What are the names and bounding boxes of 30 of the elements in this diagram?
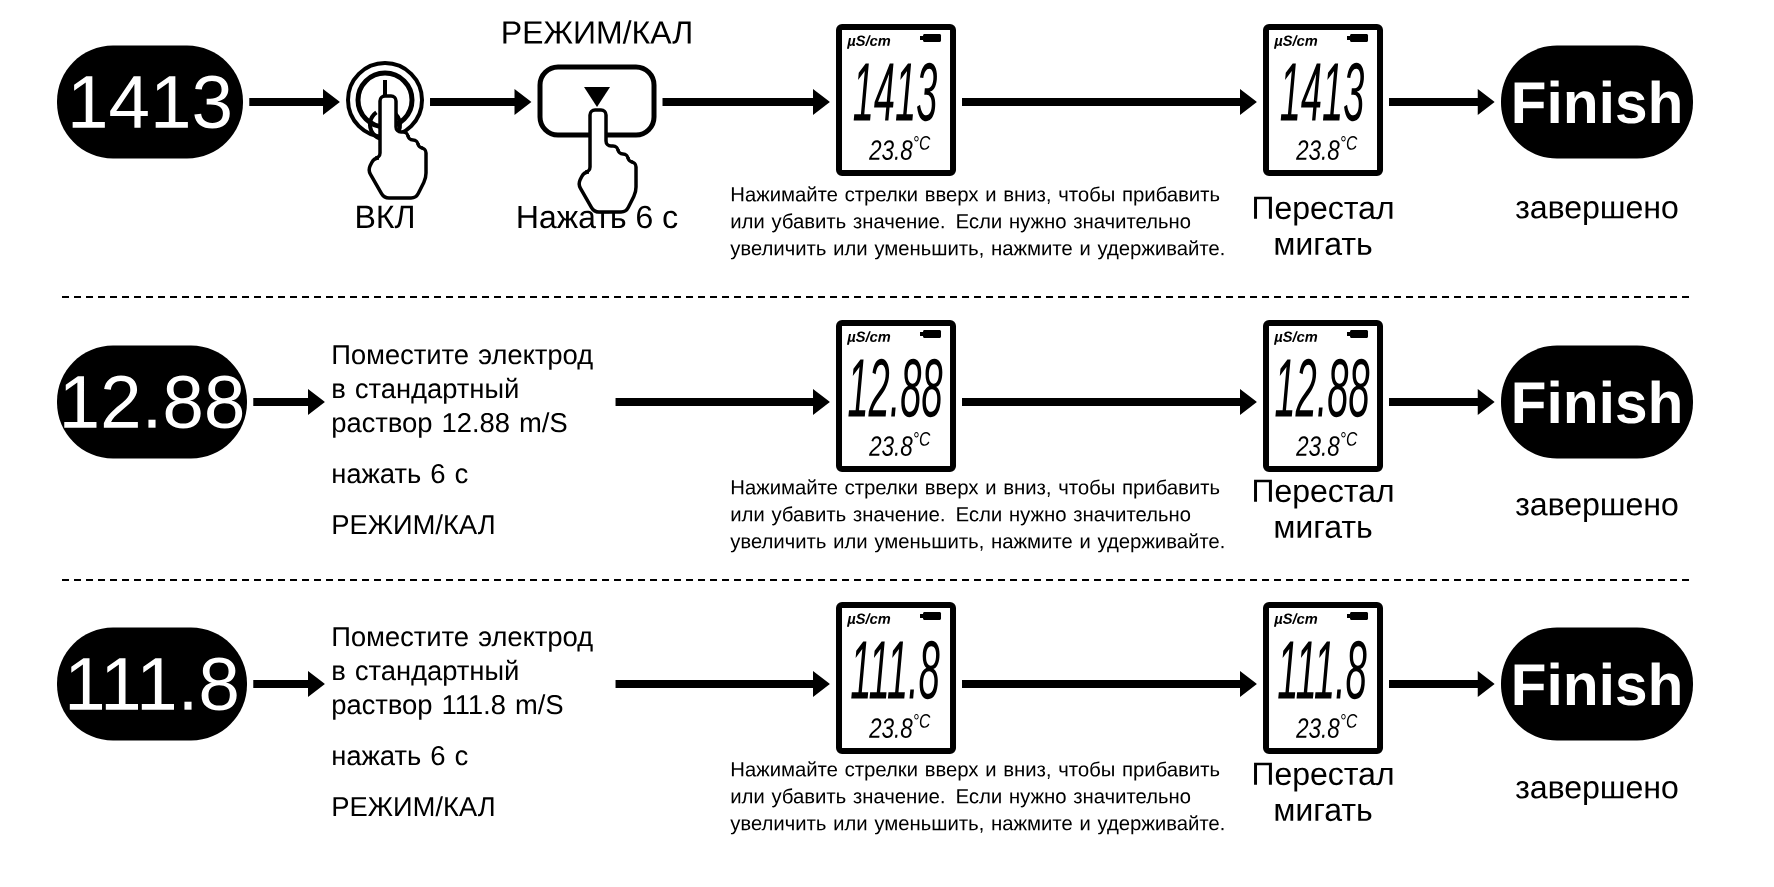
- lcd-display: µS/cm 1413 23.8$^{°C}$: [1263, 24, 1383, 176]
- number-badge: 1413: [57, 45, 243, 159]
- status-label: Перестал мигать: [1254, 479, 1393, 539]
- lcd-display: µS/cm 1413 23.8$^{°C}$: [836, 24, 956, 176]
- lcd-display: µS/cm 12.88 23.8$^{°C}$: [836, 320, 956, 472]
- button-caption: ВКЛ: [357, 205, 413, 229]
- number-badge: 12.88: [57, 345, 247, 459]
- status-label: Перестал мигать: [1254, 762, 1393, 822]
- button-caption: Нажать 6 с: [518, 205, 678, 229]
- instruction-text: Поместите электрод в стандартный раствор 12.88 m/S: [333, 345, 593, 438]
- status-label: завершено: [1515, 781, 1678, 805]
- button-name: РЕЖИМ/КАЛ: [503, 20, 691, 44]
- finish-badge: Finish: [1501, 45, 1693, 159]
- instruction-text: нажать 6 с: [333, 463, 468, 484]
- lcd-display: µS/cm 111.8 23.8$^{°C}$: [1263, 602, 1383, 754]
- finish-badge: Finish: [1501, 345, 1693, 459]
- status-label: завершено: [1515, 201, 1678, 225]
- instruction-text: РЕЖИМ/КАЛ: [333, 796, 494, 817]
- instruction-text: Нажимайте стрелки вверх и вниз, чтобы прибавить или убавить значение. Если нужно значительно увеличить или уменьшить, нажмите и удерживайте.: [730, 186, 1224, 260]
- instruction-text: Поместите электрод в стандартный раствор 111.8 m/S: [333, 627, 593, 720]
- lcd-display: µS/cm 111.8 23.8$^{°C}$: [836, 602, 956, 754]
- status-label: Перестал мигать: [1254, 196, 1393, 256]
- instruction-text: Нажимайте стрелки вверх и вниз, чтобы прибавить или убавить значение. Если нужно значительно увеличить или уменьшить, нажмите и удерживайте.: [730, 479, 1224, 553]
- instruction-text: нажать 6 с: [333, 745, 468, 766]
- instruction-text: Нажимайте стрелки вверх и вниз, чтобы прибавить или убавить значение. Если нужно значительно увеличить или уменьшить, нажмите и удерживайте.: [730, 761, 1224, 835]
- finish-badge: Finish: [1501, 627, 1693, 741]
- status-label: завершено: [1515, 498, 1678, 522]
- lcd-display: µS/cm 12.88 23.8$^{°C}$: [1263, 320, 1383, 472]
- number-badge: 111.8: [57, 627, 247, 741]
- instruction-text: РЕЖИМ/КАЛ: [333, 514, 494, 535]
